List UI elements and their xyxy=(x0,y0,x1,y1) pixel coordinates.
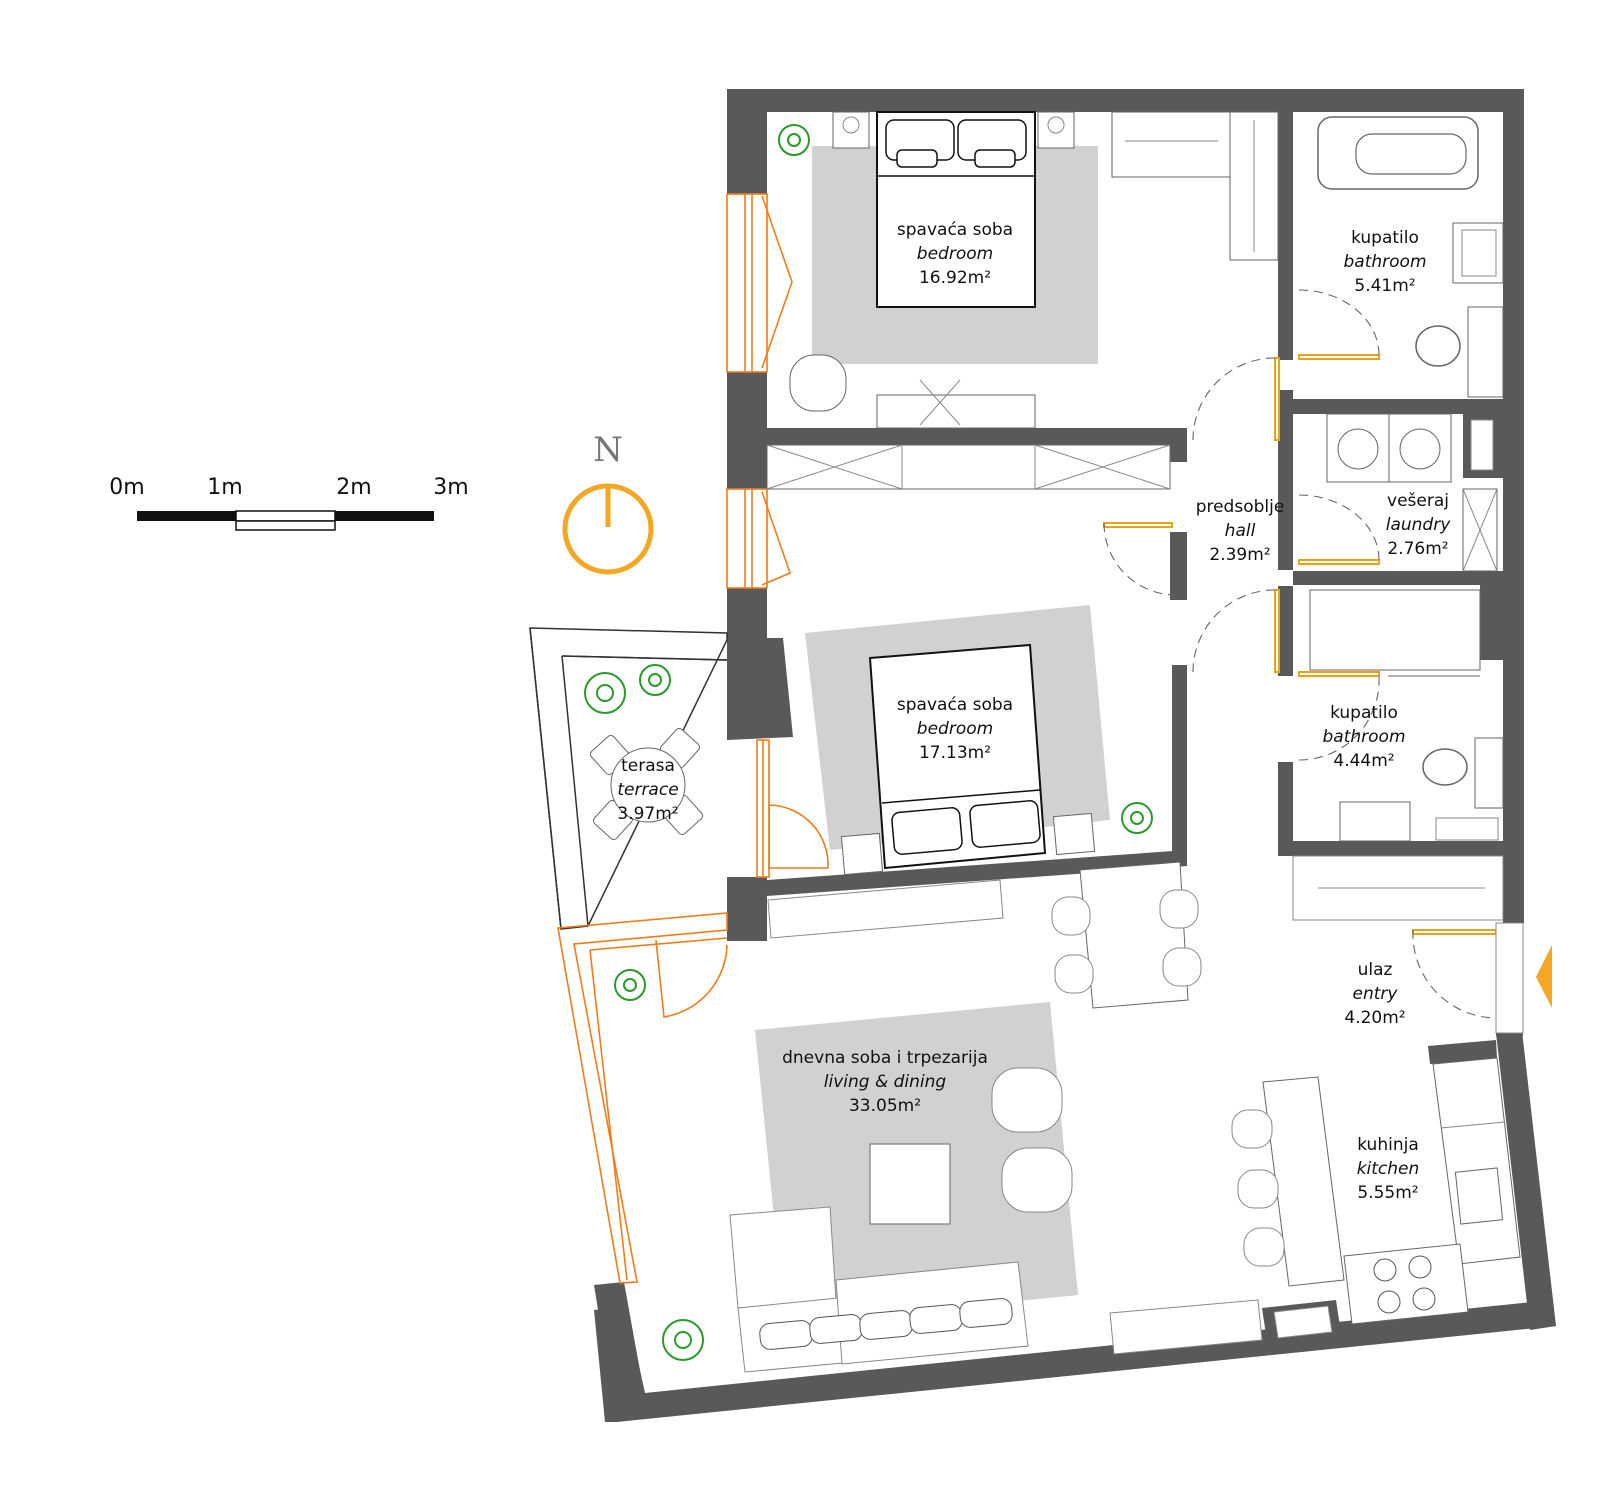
room-label-bathroom2: kupatilo bathroom 4.44m² xyxy=(1323,703,1406,771)
chair-icon xyxy=(1159,889,1199,929)
windows xyxy=(557,193,829,1284)
svg-text:vešeraj: vešeraj xyxy=(1387,491,1449,511)
svg-text:kuhinja: kuhinja xyxy=(1357,1135,1419,1155)
chair-icon xyxy=(1231,1109,1273,1149)
armchair-icon xyxy=(1001,1147,1073,1213)
kitchen-fixtures xyxy=(1231,1057,1521,1325)
bedroom2-furniture xyxy=(766,444,1171,939)
svg-text:spavaća soba: spavaća soba xyxy=(897,695,1013,715)
kitchen-island xyxy=(1262,1076,1345,1287)
washing-machine-icon xyxy=(1399,428,1441,470)
svg-text:hall: hall xyxy=(1225,521,1256,541)
room-label-bedroom1: spavaća soba bedroom 16.92m² xyxy=(897,220,1013,288)
plant-icon xyxy=(778,124,810,156)
doors xyxy=(1103,289,1524,1034)
armchair-icon xyxy=(991,1067,1063,1133)
svg-text:living & dining: living & dining xyxy=(824,1072,947,1092)
laundry-fixtures xyxy=(1326,413,1498,572)
plant-icon xyxy=(1121,802,1153,834)
terrace-table xyxy=(589,727,704,841)
scale-bar: 0m 1m 2m 3m xyxy=(109,475,469,531)
svg-text:5.55m²: 5.55m² xyxy=(1357,1183,1418,1203)
nightstand-left xyxy=(832,111,870,149)
svg-text:terrace: terrace xyxy=(617,780,678,800)
svg-text:bathroom: bathroom xyxy=(1323,727,1406,747)
toilet-icon xyxy=(1422,748,1468,786)
north-compass-icon: N xyxy=(562,430,654,575)
svg-text:laundry: laundry xyxy=(1386,515,1451,535)
svg-text:5.41m²: 5.41m² xyxy=(1354,276,1415,296)
plant-icon xyxy=(639,664,671,696)
chair-icon xyxy=(789,354,847,412)
wardrobe xyxy=(1111,111,1231,178)
room-label-hall: predsoblje hall 2.39m² xyxy=(1196,497,1285,565)
bedroom1-furniture xyxy=(789,111,1279,429)
svg-text:4.44m²: 4.44m² xyxy=(1333,751,1394,771)
svg-text:3.97m²: 3.97m² xyxy=(617,804,678,824)
room-label-kitchen: kuhinja kitchen 5.55m² xyxy=(1357,1135,1420,1203)
chair-icon xyxy=(1054,954,1094,994)
plant-icon xyxy=(662,1319,704,1361)
svg-text:dnevna soba i trpezarija: dnevna soba i trpezarija xyxy=(782,1048,988,1068)
scale-label-3: 3m xyxy=(433,475,468,500)
svg-text:spavaća soba: spavaća soba xyxy=(897,220,1013,240)
room-label-bathroom1: kupatilo bathroom 5.41m² xyxy=(1344,228,1427,296)
svg-text:kupatilo: kupatilo xyxy=(1351,228,1419,248)
shower-icon xyxy=(1309,589,1481,671)
room-label-living: dnevna soba i trpezarija living & dining… xyxy=(782,1048,988,1116)
plant-icon xyxy=(584,672,626,714)
svg-text:entry: entry xyxy=(1353,984,1399,1004)
bathroom2-fixtures xyxy=(1292,589,1504,921)
scale-label-0: 0m xyxy=(109,475,144,500)
svg-text:predsoblje: predsoblje xyxy=(1196,497,1285,517)
north-label: N xyxy=(593,430,623,470)
chair-icon xyxy=(1237,1169,1279,1209)
svg-text:terasa: terasa xyxy=(621,756,675,776)
sink-icon xyxy=(1339,801,1411,842)
washing-machine-icon xyxy=(1337,428,1379,470)
svg-text:ulaz: ulaz xyxy=(1358,960,1393,980)
room-label-bedroom2: spavaća soba bedroom 17.13m² xyxy=(897,695,1013,763)
svg-text:16.92m²: 16.92m² xyxy=(919,268,991,288)
bathroom1-fixtures xyxy=(1317,116,1504,398)
toilet-icon xyxy=(1415,325,1461,367)
chair-icon xyxy=(1243,1227,1285,1267)
svg-text:33.05m²: 33.05m² xyxy=(849,1096,921,1116)
chair-icon xyxy=(1162,947,1202,987)
scale-label-2: 2m xyxy=(336,475,371,500)
room-label-laundry: vešeraj laundry 2.76m² xyxy=(1386,491,1451,559)
coffee-table xyxy=(869,1143,951,1225)
svg-text:bedroom: bedroom xyxy=(917,719,993,739)
svg-text:kupatilo: kupatilo xyxy=(1330,703,1398,723)
svg-text:kitchen: kitchen xyxy=(1357,1159,1420,1179)
svg-text:2.76m²: 2.76m² xyxy=(1387,539,1448,559)
chair-icon xyxy=(1051,896,1091,936)
nightstand-right xyxy=(1037,111,1075,149)
entry-arrow-icon xyxy=(1536,945,1552,1008)
svg-text:bedroom: bedroom xyxy=(917,244,993,264)
scale-label-1: 1m xyxy=(207,475,242,500)
svg-text:bathroom: bathroom xyxy=(1344,252,1427,272)
living-furniture xyxy=(729,861,1263,1373)
plant-icon xyxy=(614,969,646,1001)
dining-table xyxy=(1079,861,1189,1009)
stove-icon xyxy=(1343,1243,1469,1325)
svg-text:4.20m²: 4.20m² xyxy=(1344,1008,1405,1028)
svg-text:2.39m²: 2.39m² xyxy=(1209,545,1270,565)
sink-icon xyxy=(1454,1167,1504,1225)
svg-text:17.13m²: 17.13m² xyxy=(919,743,991,763)
room-label-entry: ulaz entry 4.20m² xyxy=(1344,960,1405,1028)
room-label-terrace: terasa terrace 3.97m² xyxy=(617,756,678,824)
